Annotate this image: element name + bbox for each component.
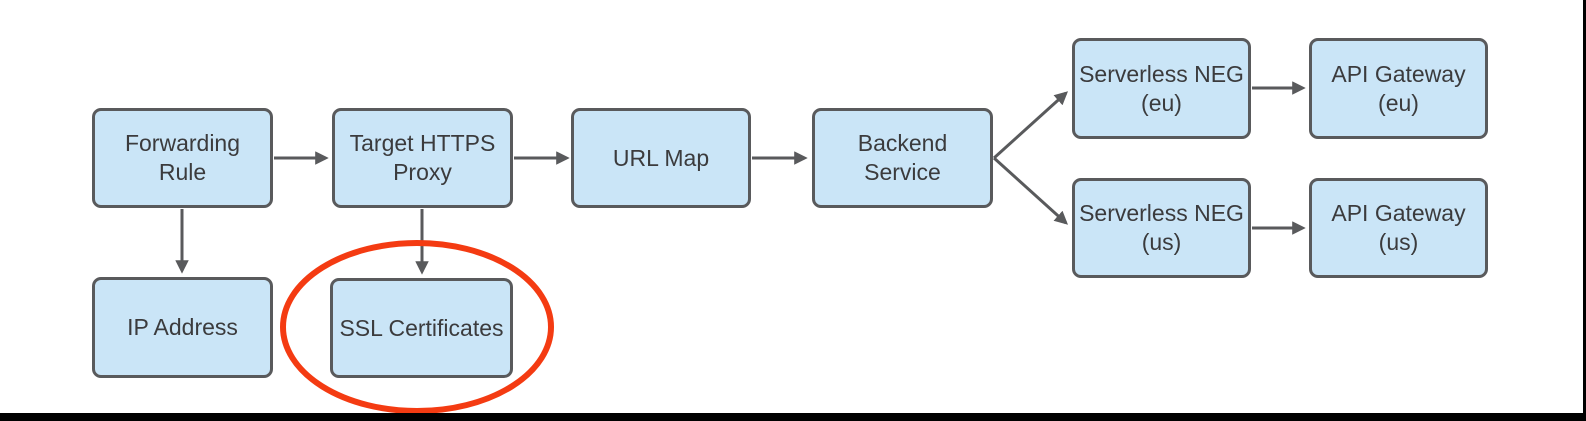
node-label: URL Map (612, 144, 710, 171)
node-forwarding-rule: Forwarding Rule (92, 108, 273, 208)
node-label: IP Address (127, 314, 238, 341)
node-url-map: URL Map (571, 108, 751, 208)
node-label: Backend Service (857, 130, 948, 185)
node-label: Serverless NEG (eu) (1079, 60, 1244, 116)
node-label: SSL Certificates (339, 314, 504, 341)
node-target-https-proxy: Target HTTPS Proxy (332, 108, 513, 208)
bottom-frame-bar (0, 413, 1586, 421)
node-ip-address: IP Address (92, 277, 273, 378)
node-label: API Gateway (us) (1331, 200, 1466, 255)
node-label: API Gateway (eu) (1331, 60, 1466, 116)
node-label: Forwarding Rule (124, 130, 241, 185)
node-label: Serverless NEG (us) (1079, 200, 1244, 255)
node-backend-service: Backend Service (812, 108, 993, 208)
node-serverless-neg-eu: Serverless NEG (eu) (1072, 38, 1251, 139)
edge-backend-service-to-serverless-neg-eu (992, 91, 1069, 160)
edge-backend-service-to-serverless-neg-us (992, 156, 1069, 225)
node-serverless-neg-us: Serverless NEG (us) (1072, 178, 1251, 278)
node-api-gateway-us: API Gateway (us) (1309, 178, 1488, 278)
right-frame-bar (1583, 0, 1586, 421)
node-ssl-certificates: SSL Certificates (330, 278, 513, 378)
node-api-gateway-eu: API Gateway (eu) (1309, 38, 1488, 139)
node-label: Target HTTPS Proxy (349, 130, 496, 185)
highlight-ellipse (280, 240, 554, 414)
